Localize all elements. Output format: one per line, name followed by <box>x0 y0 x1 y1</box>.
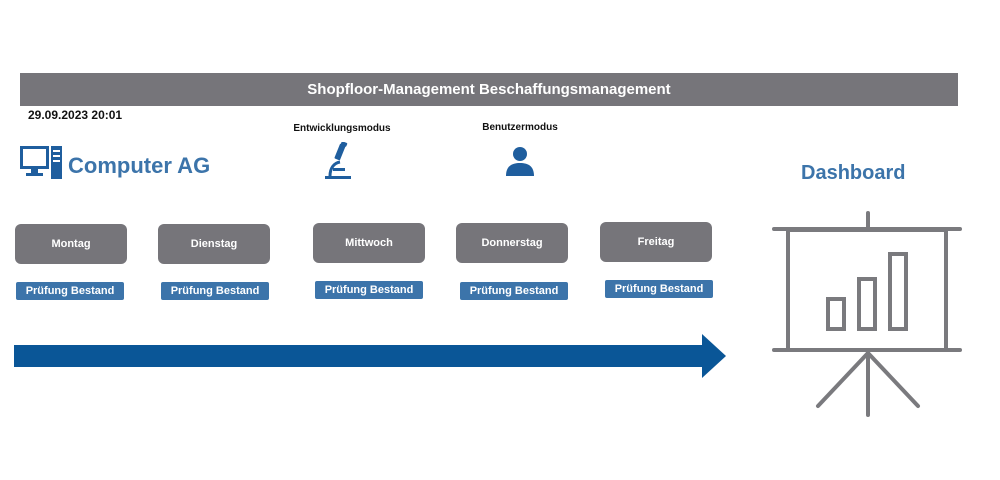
microscope-icon[interactable] <box>322 141 354 185</box>
development-mode-label: Entwicklungsmodus <box>293 123 391 134</box>
day-button-mittwoch[interactable]: Mittwoch <box>313 223 425 263</box>
user-icon[interactable] <box>505 146 535 181</box>
day-button-montag[interactable]: Montag <box>15 224 127 264</box>
header-bar: Shopfloor-Management Beschaffungsmanagem… <box>20 73 958 106</box>
day-button-dienstag[interactable]: Dienstag <box>158 224 270 264</box>
day-button-freitag[interactable]: Freitag <box>600 222 712 262</box>
check-stock-button-mittwoch[interactable]: Prüfung Bestand <box>315 281 423 299</box>
timestamp: 29.09.2023 20:01 <box>28 108 123 122</box>
brand: Computer AG <box>20 146 210 185</box>
check-stock-button-dienstag[interactable]: Prüfung Bestand <box>161 282 269 300</box>
presentation-chart-icon[interactable] <box>770 210 966 427</box>
page-title: Shopfloor-Management Beschaffungsmanagem… <box>307 81 671 98</box>
check-stock-button-donnerstag[interactable]: Prüfung Bestand <box>460 282 568 300</box>
check-stock-button-freitag[interactable]: Prüfung Bestand <box>605 280 713 298</box>
flow-arrow-icon <box>14 334 726 383</box>
computer-icon <box>20 146 64 185</box>
check-stock-button-montag[interactable]: Prüfung Bestand <box>16 282 124 300</box>
user-mode-label: Benutzermodus <box>482 122 558 133</box>
dashboard-title[interactable]: Dashboard <box>801 162 906 184</box>
brand-name: Computer AG <box>68 152 211 178</box>
day-button-donnerstag[interactable]: Donnerstag <box>456 223 568 263</box>
